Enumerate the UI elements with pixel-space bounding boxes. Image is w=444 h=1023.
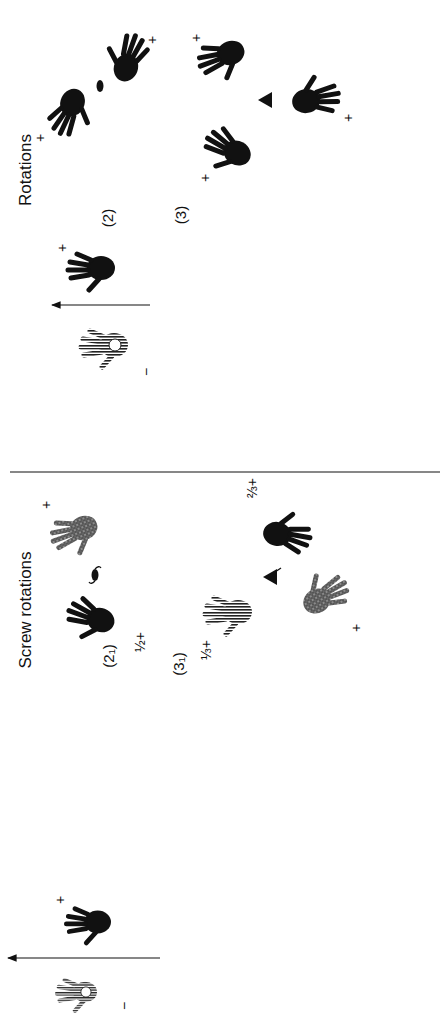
hand-back-ring xyxy=(109,339,121,351)
divider-line xyxy=(10,471,440,472)
hand-figure xyxy=(68,254,115,290)
twofold-screw-symbol xyxy=(89,567,101,584)
hand-figure xyxy=(288,74,341,118)
handedness-sign: − xyxy=(117,1002,131,1010)
handedness-sign: + xyxy=(53,896,67,904)
symmetry-label: (2₁) xyxy=(101,644,116,667)
handedness-sign: + xyxy=(33,134,47,142)
handedness-sign: + xyxy=(145,36,159,44)
hand-fingers xyxy=(81,331,112,367)
hand-figure xyxy=(205,598,252,634)
hand-figure xyxy=(48,510,104,560)
threefold-screw-symbol xyxy=(275,568,281,572)
section-title: Screw rotations xyxy=(17,551,34,668)
hand-figure xyxy=(100,29,150,85)
handedness-sign: + xyxy=(341,114,355,122)
handedness-sign: + xyxy=(189,34,203,42)
height-sign: ⅔+ xyxy=(245,478,259,498)
hand-figure xyxy=(46,84,98,142)
handedness-sign: + xyxy=(39,501,53,509)
handedness-sign: + xyxy=(349,624,363,632)
hand-fingers xyxy=(48,515,89,559)
hand-figure xyxy=(66,909,111,943)
hand-fingers xyxy=(66,909,95,943)
hand-fingers xyxy=(106,29,150,70)
hand-fingers xyxy=(57,980,83,1011)
symmetry-label: (2) xyxy=(100,209,115,227)
hand-figure xyxy=(294,565,353,620)
hand-figure xyxy=(195,35,251,85)
handedness-sign: + xyxy=(198,174,212,182)
symmetry-label: (3₁) xyxy=(171,652,186,675)
hand-fingers xyxy=(46,98,92,141)
twofold-symbol xyxy=(97,80,104,92)
hand-fingers xyxy=(198,124,243,171)
hand-back-ring xyxy=(81,987,91,997)
hand-fingers xyxy=(304,74,341,115)
hand-figure xyxy=(261,510,314,554)
hand-fingers xyxy=(308,565,353,612)
mirror-arrow xyxy=(52,304,150,305)
hand-fingers xyxy=(62,596,103,640)
glide-arrow xyxy=(8,957,160,958)
hand-fingers xyxy=(195,40,236,84)
hand-fingers xyxy=(68,254,99,290)
hand-figure xyxy=(198,124,257,179)
hand-figure xyxy=(62,596,118,646)
height-sign: ½+ xyxy=(133,632,147,652)
hand-figure xyxy=(57,980,97,1011)
symmetry-label: (3) xyxy=(173,206,188,224)
handedness-sign: − xyxy=(139,368,153,376)
threefold-symbol xyxy=(258,92,272,108)
section-title: Rotations xyxy=(17,134,34,206)
handedness-sign: + xyxy=(55,244,69,252)
hand-fingers xyxy=(205,598,236,634)
hand-fingers xyxy=(277,513,314,554)
height-sign: ⅓+ xyxy=(199,640,213,660)
hand-figure xyxy=(81,331,128,367)
